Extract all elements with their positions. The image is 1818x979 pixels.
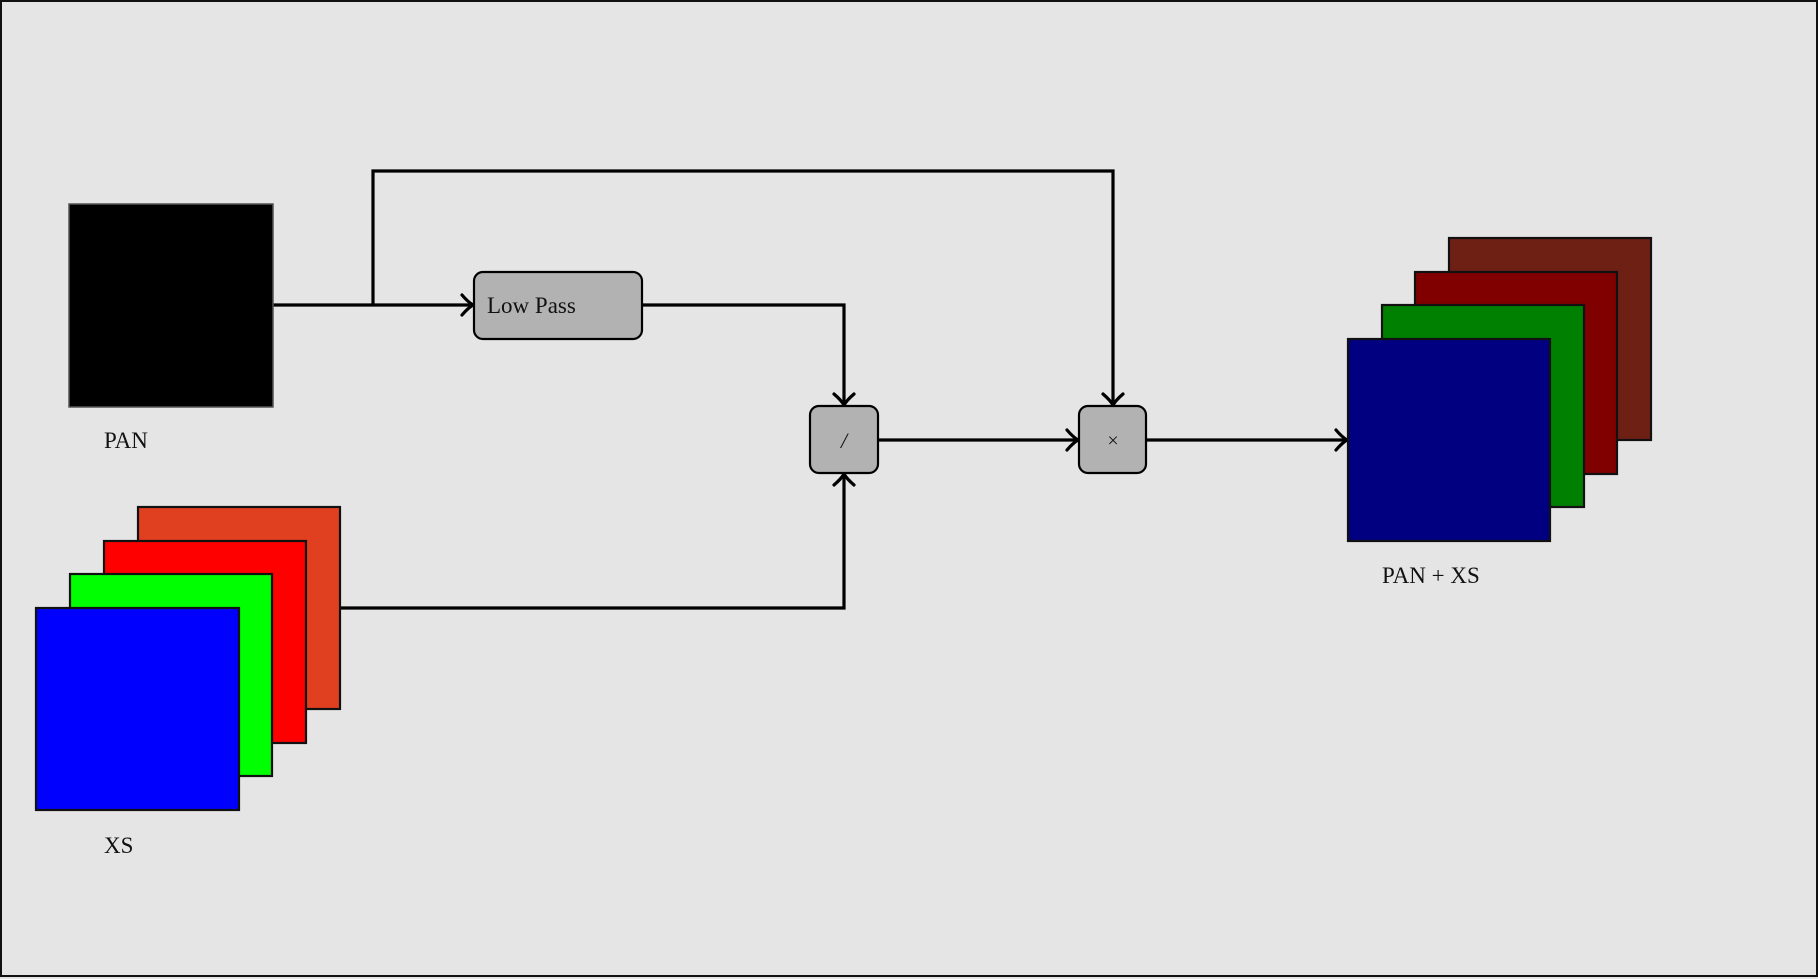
divide-icon: / bbox=[839, 428, 849, 453]
divide-node: / bbox=[808, 404, 880, 475]
pan-image bbox=[68, 203, 274, 408]
edge-lowpass-to-divide bbox=[642, 303, 846, 404]
wires bbox=[273, 169, 1351, 610]
divide-box bbox=[808, 404, 880, 475]
output-stack: PAN + XS bbox=[1346, 236, 1653, 588]
multiply-node: × bbox=[1077, 404, 1148, 475]
pan-label: PAN bbox=[104, 428, 148, 453]
multiply-icon: × bbox=[1107, 430, 1118, 452]
edge-xs-to-divide bbox=[340, 475, 846, 610]
output-band-blue bbox=[1346, 337, 1552, 543]
pan-input: PAN bbox=[68, 203, 274, 453]
lowpass-box bbox=[472, 270, 644, 341]
xs-label: XS bbox=[104, 833, 133, 858]
edge-pan-to-multiply bbox=[371, 169, 1115, 404]
multiply-box bbox=[1077, 404, 1148, 475]
output-label: PAN + XS bbox=[1382, 563, 1480, 588]
xs-input-stack: XS bbox=[34, 505, 342, 858]
lowpass-node: Low Pass bbox=[472, 270, 644, 341]
xs-band-blue bbox=[34, 606, 241, 812]
lowpass-label: Low Pass bbox=[487, 293, 576, 318]
